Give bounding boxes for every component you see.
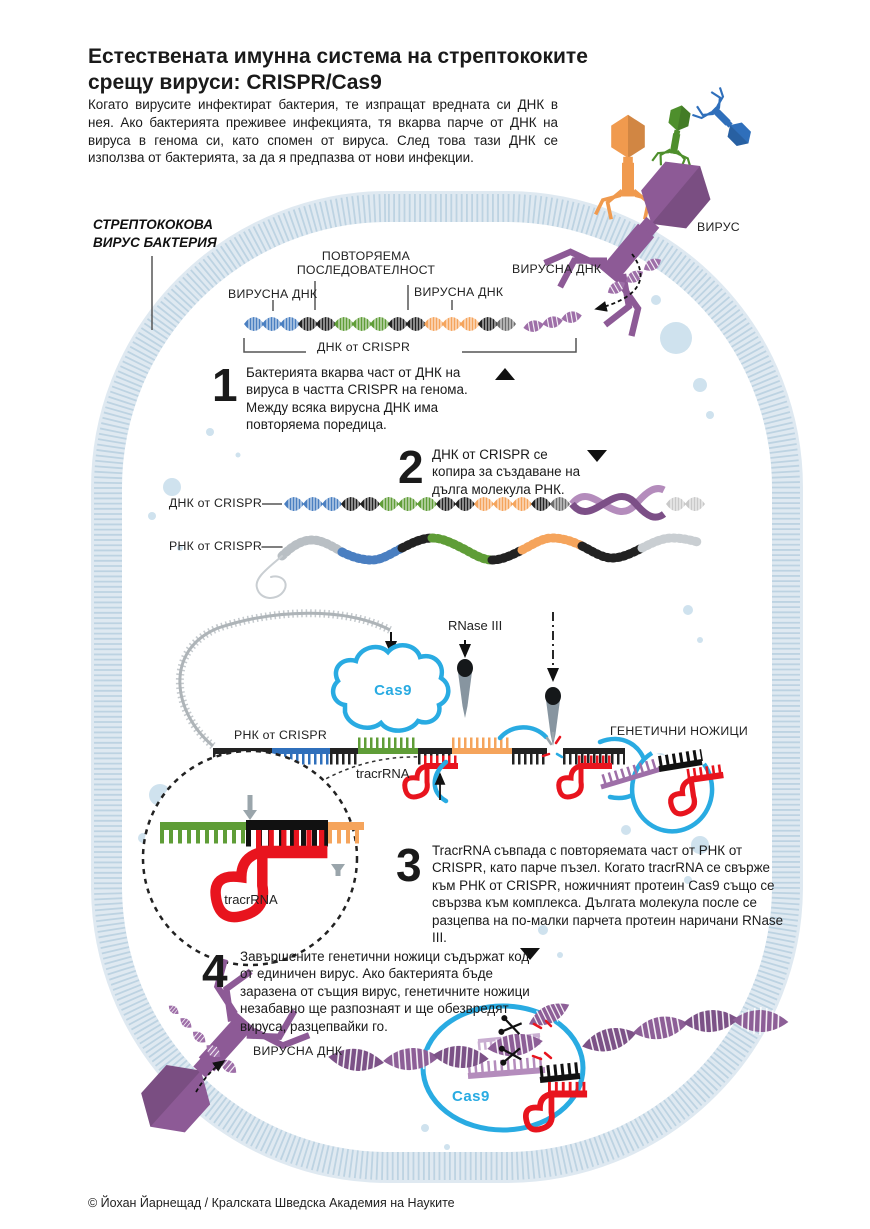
viral-dna-label-topright: ВИРУСНА ДНК — [512, 262, 602, 276]
magnifier-callout-line — [319, 756, 421, 783]
genetic-scissors-label: ГЕНЕТИЧНИ НОЖИЦИ — [610, 724, 748, 738]
title-line1: Естествената имунна система на стрептоко… — [88, 45, 588, 68]
title-line2: срещу вируси: CRISPR/Cas9 — [88, 71, 382, 95]
step3-text: TracrRNA съвпада с повторяемата част от … — [432, 843, 784, 946]
dna-injection-arrow-bottom — [195, 1059, 226, 1093]
step4-text: Завършените генетични ножици съдържат ко… — [240, 949, 530, 1034]
virus-blue-icon — [689, 84, 764, 159]
long-rna-curve — [175, 609, 392, 750]
step1-number: 1 — [212, 359, 238, 411]
step3-number: 3 — [396, 839, 422, 891]
dna-from-crispr-row — [262, 485, 706, 521]
cas9-cloud — [330, 643, 451, 733]
cas9-bottom-label: Cas9 — [452, 1088, 490, 1105]
step2-number: 2 — [398, 441, 424, 493]
cut-burst — [541, 731, 564, 759]
viral-dna-label-bottom: ВИРУСНА ДНК — [253, 1044, 343, 1058]
virus-label: ВИРУС — [697, 220, 740, 234]
tracrrna-circle-label: tracrRNA — [224, 892, 278, 907]
dna-injection-arrow-top — [594, 253, 642, 312]
intro-paragraph: Когато вирусите инфектират бактерия, те … — [88, 97, 558, 166]
bacterium-label-line2: ВИРУС БАКТЕРИЯ — [93, 234, 217, 250]
step2-text: ДНК от CRISPR се копира за създаване на … — [432, 447, 581, 497]
dna-from-crispr-label: ДНК от CRISPR — [168, 496, 262, 510]
credit-footer: © Йохан Йарнещад / Кралската Шведска Ака… — [88, 1196, 455, 1210]
row1-label-ticks — [272, 281, 453, 311]
step4-number: 4 — [202, 945, 228, 997]
tracrrna-magnifier — [141, 749, 364, 967]
scissors-cut — [496, 1013, 553, 1068]
rna-from-crispr-row — [255, 533, 703, 599]
bacterium-label: СТРЕПТОКОКОВА ВИРУС БАКТЕРИЯ — [93, 216, 217, 251]
rna-from-crispr-mid-label: РНК от CRISPR — [234, 728, 327, 742]
viral-dna-label-row-right: ВИРУСНА ДНК — [414, 285, 504, 299]
crispr-dna-bracket — [243, 338, 577, 353]
page-title: Естествената имунна система на стрептоко… — [88, 44, 588, 97]
genetic-scissors-complex — [600, 749, 728, 834]
step1-text: Бактерията вкарва част от ДНК на вируса … — [246, 365, 468, 433]
rna-from-crispr-label: РНК от CRISPR — [169, 539, 262, 553]
repeat-sequence-line1: ПОВТОРЯЕМА — [321, 249, 411, 263]
repeat-sequence-label: ПОВТОРЯЕМА ПОСЛЕДОВАТЕЛНОСТ — [280, 249, 452, 277]
repeat-sequence-line2: ПОСЛЕДОВАТЕЛНОСТ — [296, 263, 436, 277]
tracrrna-mid-label: tracrRNA — [356, 766, 410, 781]
step1-arrow-up — [495, 368, 515, 380]
virus-green-icon — [650, 100, 702, 172]
cas9-cloud-label: Cas9 — [374, 682, 412, 699]
rnase-label: RNase III — [448, 618, 503, 633]
bacterium-label-line1: СТРЕПТОКОКОВА — [93, 217, 213, 232]
step4-arrow-down — [520, 948, 540, 960]
step2-arrow-down — [587, 450, 607, 462]
crispr-dna-bracket-label: ДНК от CRISPR — [312, 340, 416, 354]
viral-dna-label-row-left: ВИРУСНА ДНК — [228, 287, 318, 301]
